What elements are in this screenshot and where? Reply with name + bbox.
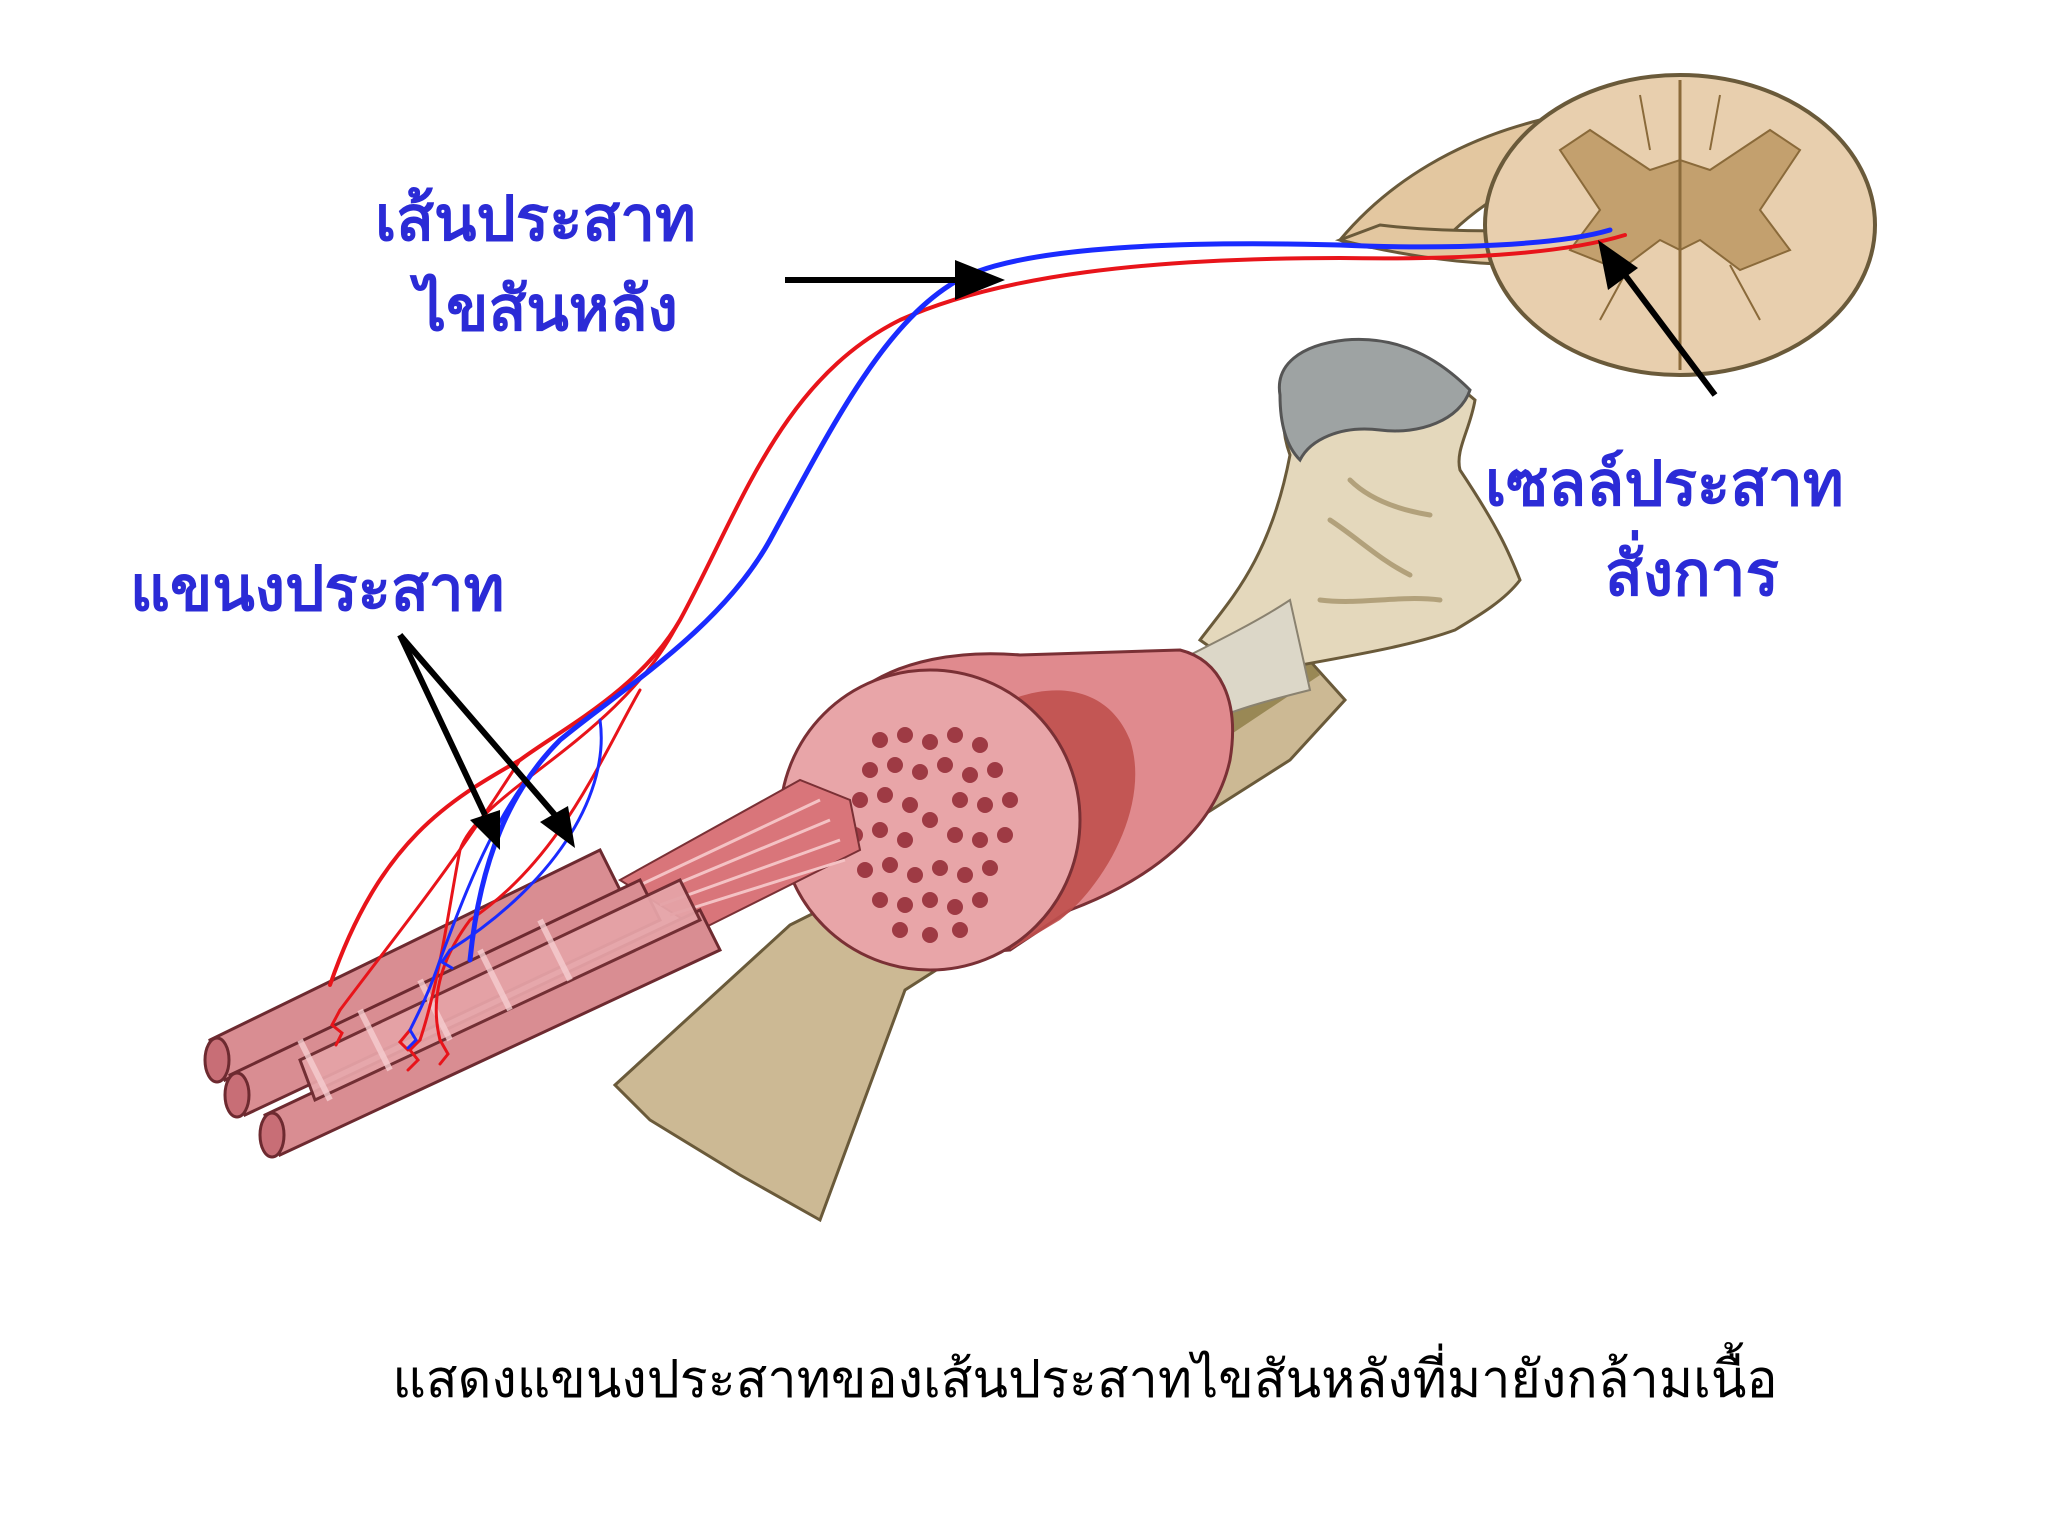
spinal-septa bbox=[1599, 94, 1761, 321]
figure-caption: แสดงแขนงประสาทของเส้นประสาทไขสันหลังที่ม… bbox=[392, 1342, 1777, 1410]
fiber-2-end bbox=[223, 1071, 251, 1119]
label-motor-neuron-line2: สั่งการ bbox=[1605, 530, 1779, 610]
fiber-3-end bbox=[258, 1111, 286, 1159]
nerve-endings-blue bbox=[406, 948, 454, 1050]
arrows bbox=[397, 240, 1718, 850]
muscle bbox=[618, 598, 1312, 972]
label-motor-neuron-line1: เซลล์ประสาท bbox=[1485, 447, 1844, 520]
muscle-fibers bbox=[203, 848, 723, 1159]
label-spinal-nerve-line1: เส้นประสาท bbox=[375, 182, 696, 255]
blue-nerve-branch-1 bbox=[408, 738, 562, 1032]
fiber-1-end bbox=[203, 1036, 231, 1084]
bone-texture bbox=[1317, 477, 1443, 604]
fascicle-dots bbox=[847, 727, 1018, 943]
arrow-branch-2-head bbox=[540, 806, 575, 848]
red-nerve-branch-2 bbox=[338, 758, 522, 1012]
arrow-branch-1-head bbox=[470, 810, 500, 850]
spinal-cord bbox=[1334, 73, 1877, 377]
muscle-fiber-lines bbox=[639, 798, 846, 917]
label-nerve-branch: แขนงประสาท bbox=[130, 552, 504, 625]
label-spinal-nerve-line2: ไขสันหลัง bbox=[409, 272, 678, 345]
arrow-branch-1-line bbox=[397, 633, 488, 817]
arrow-spinal-nerve-head bbox=[955, 260, 1005, 300]
red-nerve bbox=[328, 233, 1627, 987]
nerves bbox=[328, 227, 1627, 1072]
red-nerve-branch-3 bbox=[434, 688, 642, 1042]
arrow-branch-2-line bbox=[397, 633, 558, 817]
arrow-motor-neuron-head bbox=[1598, 240, 1638, 290]
arrow-motor-neuron-line bbox=[1622, 273, 1718, 397]
bone-cartilage bbox=[1277, 337, 1472, 463]
nerve-endings bbox=[330, 1008, 450, 1072]
